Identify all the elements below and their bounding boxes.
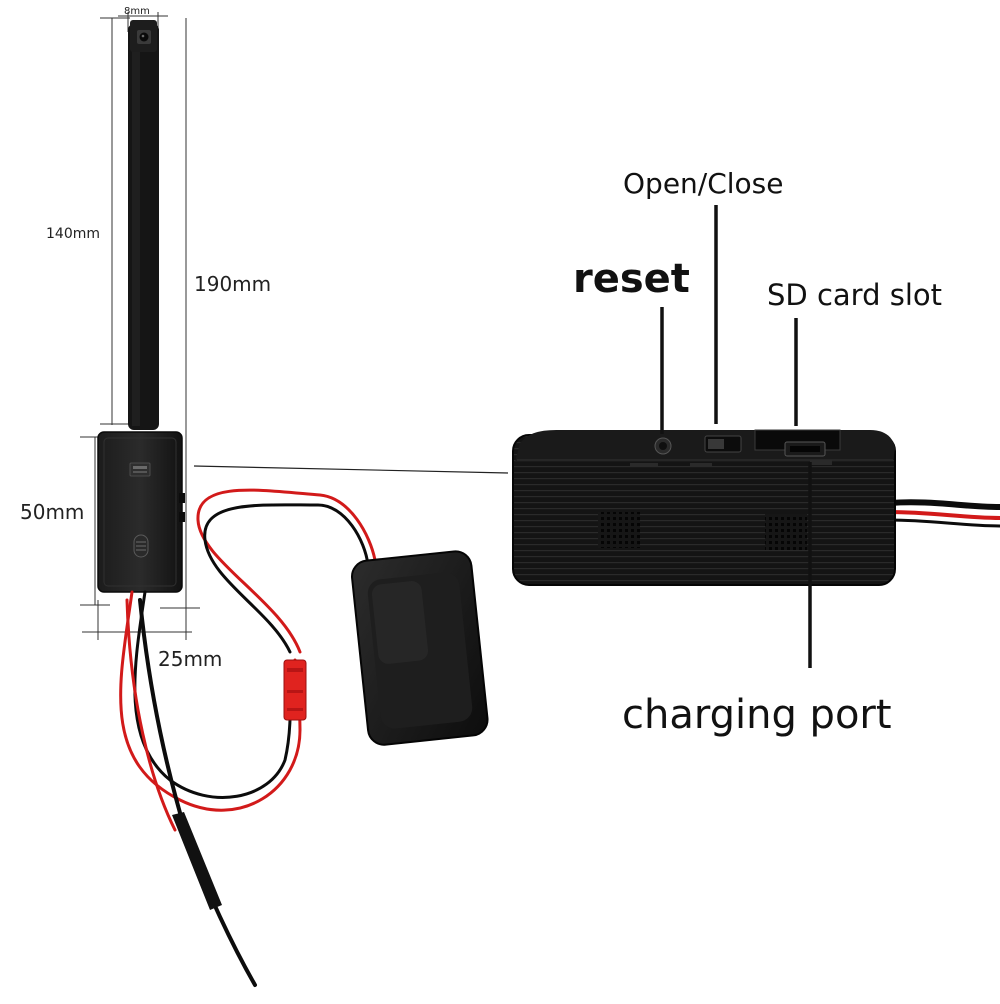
camera-module bbox=[97, 431, 185, 593]
lens-width-label: 8mm bbox=[124, 6, 150, 17]
battery-pack bbox=[351, 550, 489, 746]
module-height-label: 50mm bbox=[20, 500, 84, 524]
lens-icon bbox=[139, 32, 149, 42]
dimension-lines bbox=[80, 12, 200, 640]
module-width-label: 25mm bbox=[158, 647, 222, 671]
speaker-grille-right bbox=[765, 514, 807, 550]
recorder-box bbox=[512, 429, 1000, 586]
cable-sleeve bbox=[172, 812, 222, 910]
camera-ribbon-cable bbox=[128, 20, 159, 430]
callout-lines bbox=[660, 205, 812, 668]
speaker-grille-left bbox=[598, 512, 640, 548]
sd-card-slot-label: SD card slot bbox=[767, 278, 942, 312]
ribbon-length-label: 140mm bbox=[46, 226, 100, 242]
charging-port-label: charging port bbox=[622, 692, 892, 738]
reset-label: reset bbox=[573, 256, 690, 302]
total-length-label: 190mm bbox=[194, 272, 271, 296]
open-close-label: Open/Close bbox=[623, 167, 784, 200]
connector-line bbox=[193, 465, 509, 474]
red-jst-connector bbox=[283, 659, 307, 721]
callout-labels: Open/Close reset SD card slot charging p… bbox=[573, 167, 942, 738]
dimension-labels: 8mm 140mm 190mm 50mm 25mm bbox=[20, 6, 271, 671]
